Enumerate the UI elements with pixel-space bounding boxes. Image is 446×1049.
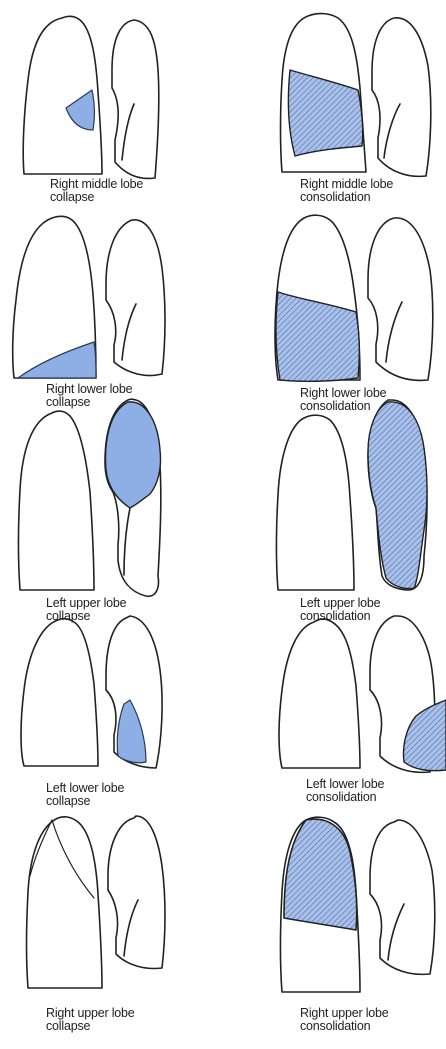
panel-rml-consolidation <box>281 14 431 177</box>
right-lung-outline <box>279 619 360 768</box>
panel-rll-consolidation <box>275 215 433 381</box>
consolidation-shading <box>404 700 446 771</box>
panel-lll-collapse <box>21 616 162 768</box>
left-lung-outline <box>368 218 433 381</box>
caption-line2: collapse <box>46 795 124 808</box>
left-lung-outline <box>108 816 165 968</box>
left-fissure <box>124 900 138 956</box>
caption-line2: consolidation <box>300 191 393 204</box>
caption-lul-collapse: Left upper lobe collapse <box>46 597 126 623</box>
caption-lll-consolidation: Left lower lobe consolidation <box>306 778 384 804</box>
collapse-shading <box>66 90 94 130</box>
caption-line2: collapse <box>50 191 143 204</box>
left-lung-outline <box>372 18 431 177</box>
left-lung-outline <box>370 820 435 974</box>
panel-rll-collapse <box>13 216 165 378</box>
collapse-shading <box>18 342 96 378</box>
caption-rll-consolidation: Right lower lobe consolidation <box>300 387 386 413</box>
consolidation-shading <box>276 292 359 381</box>
consolidation-shading <box>368 402 427 589</box>
panel-lul-collapse <box>19 399 161 596</box>
caption-line2: consolidation <box>300 400 386 413</box>
consolidation-shading <box>288 70 362 156</box>
panel-rul-consolidation <box>281 817 435 992</box>
caption-rml-consolidation: Right middle lobe consolidation <box>300 178 393 204</box>
right-lung-outline <box>21 619 98 766</box>
left-fissure <box>122 104 134 160</box>
caption-line2: collapse <box>46 610 126 623</box>
caption-line2: consolidation <box>306 791 384 804</box>
right-fissure <box>52 820 94 898</box>
caption-line2: collapse <box>46 396 132 409</box>
panel-lll-consolidation <box>279 616 446 772</box>
left-lung-outline <box>112 20 159 178</box>
caption-lul-consolidation: Left upper lobe consolidation <box>300 597 380 623</box>
caption-lll-collapse: Left lower lobe collapse <box>46 782 124 808</box>
right-lung-outline <box>277 415 355 590</box>
left-fissure <box>384 104 400 158</box>
caption-rll-collapse: Right lower lobe collapse <box>46 383 132 409</box>
left-fissure <box>386 302 402 362</box>
collapse-shading <box>106 402 161 508</box>
caption-rml-collapse: Right middle lobe collapse <box>50 178 143 204</box>
caption-rul-collapse: Right upper lobe collapse <box>46 1007 135 1033</box>
left-lung-outline <box>106 220 165 376</box>
caption-line2: consolidation <box>300 1020 389 1033</box>
left-fissure <box>122 304 136 360</box>
right-lung-outline <box>27 817 103 988</box>
caption-line2: consolidation <box>300 610 380 623</box>
panel-rul-collapse <box>27 816 166 988</box>
right-fissure <box>30 820 52 876</box>
right-lung-outline <box>19 411 95 590</box>
caption-rul-consolidation: Right upper lobe consolidation <box>300 1007 389 1033</box>
collapse-shading <box>117 700 146 763</box>
caption-line2: collapse <box>46 1020 135 1033</box>
panel-lul-consolidation <box>277 400 428 590</box>
left-fissure <box>124 508 130 575</box>
panel-rml-collapse <box>23 16 159 178</box>
left-fissure <box>388 904 404 960</box>
